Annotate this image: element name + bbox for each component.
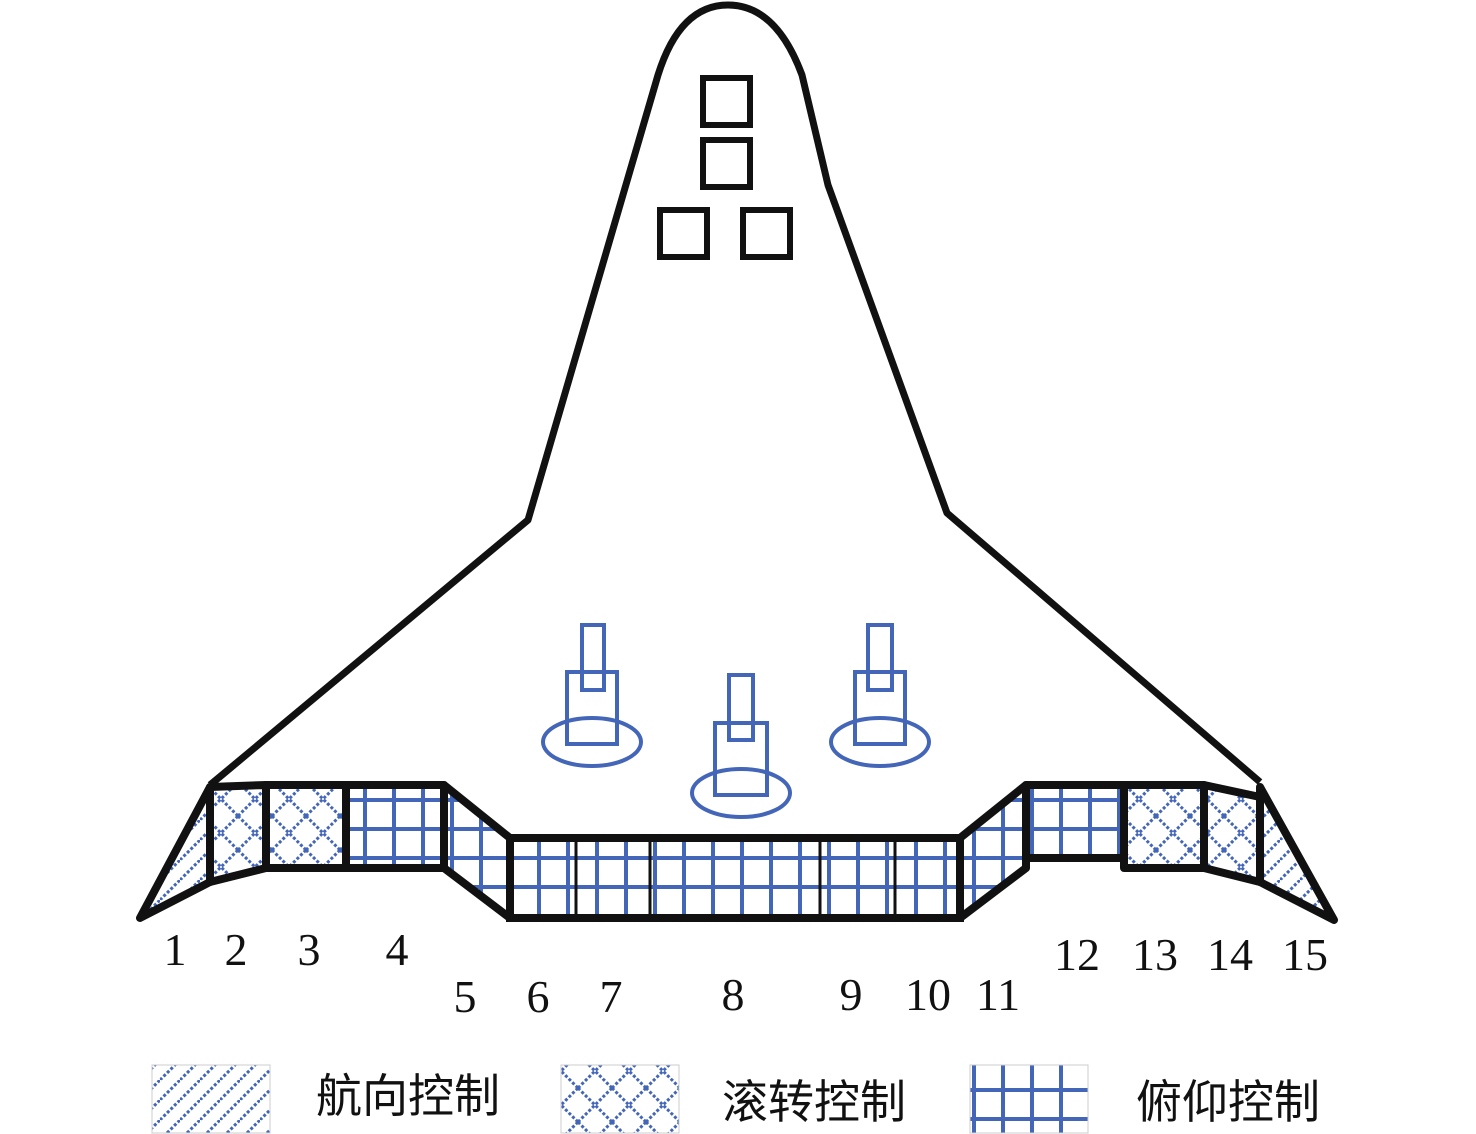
surface-number-label: 1 <box>164 924 187 975</box>
surface-number-label: 3 <box>298 924 321 975</box>
control-surface-5 <box>440 781 514 922</box>
surface-number-label: 5 <box>454 971 477 1022</box>
control-surface-8 <box>648 836 822 920</box>
control-surface-11 <box>956 781 1030 922</box>
legend-label-pitch: 俯仰控制 <box>1136 1075 1320 1129</box>
cockpit-window <box>740 207 793 260</box>
control-surface-3 <box>262 781 350 872</box>
cockpit-window <box>700 137 753 190</box>
surface-number-label: 6 <box>527 971 550 1022</box>
control-surface-7 <box>574 836 652 920</box>
cockpit-window <box>657 207 710 260</box>
surface-number-label: 12 <box>1054 929 1100 980</box>
surface-number-label: 9 <box>840 969 863 1020</box>
central-flap-border <box>506 834 964 922</box>
legend-swatch-roll <box>560 1064 680 1134</box>
control-surface-1 <box>136 783 214 922</box>
control-surface-13 <box>1120 781 1208 872</box>
surface-number-label: 11 <box>976 969 1020 1020</box>
cockpit-window <box>700 75 753 128</box>
control-surface-6 <box>508 836 578 920</box>
control-surface-9 <box>818 836 897 920</box>
surface-number-label: 13 <box>1132 929 1178 980</box>
surface-number-label: 7 <box>600 971 623 1022</box>
surface-number-label: 10 <box>905 969 951 1020</box>
control-surface-12 <box>1022 781 1128 862</box>
surface-number-label: 14 <box>1207 929 1253 980</box>
control-surface-14 <box>1200 781 1264 886</box>
surface-number-label: 15 <box>1282 929 1328 980</box>
legend-label-yaw: 航向控制 <box>316 1069 500 1123</box>
control-surface-2 <box>206 781 270 886</box>
legend: 航向控制 滚转控制 俯仰控制 <box>151 1064 1320 1134</box>
fuselage-outline <box>207 1 1263 788</box>
control-surface-10 <box>893 836 962 920</box>
legend-swatch-pitch <box>969 1064 1089 1134</box>
surface-number-label: 8 <box>722 969 745 1020</box>
engine-left <box>541 623 643 768</box>
control-surface-15 <box>1256 783 1338 924</box>
legend-label-roll: 滚转控制 <box>722 1075 906 1129</box>
engine-right <box>829 623 931 768</box>
surface-number-label: 4 <box>386 924 409 975</box>
control-surface-4 <box>342 781 448 872</box>
control-surfaces <box>136 781 1338 924</box>
legend-swatch-yaw <box>151 1064 271 1134</box>
engine-center <box>690 673 792 819</box>
surface-number-label: 2 <box>225 924 248 975</box>
